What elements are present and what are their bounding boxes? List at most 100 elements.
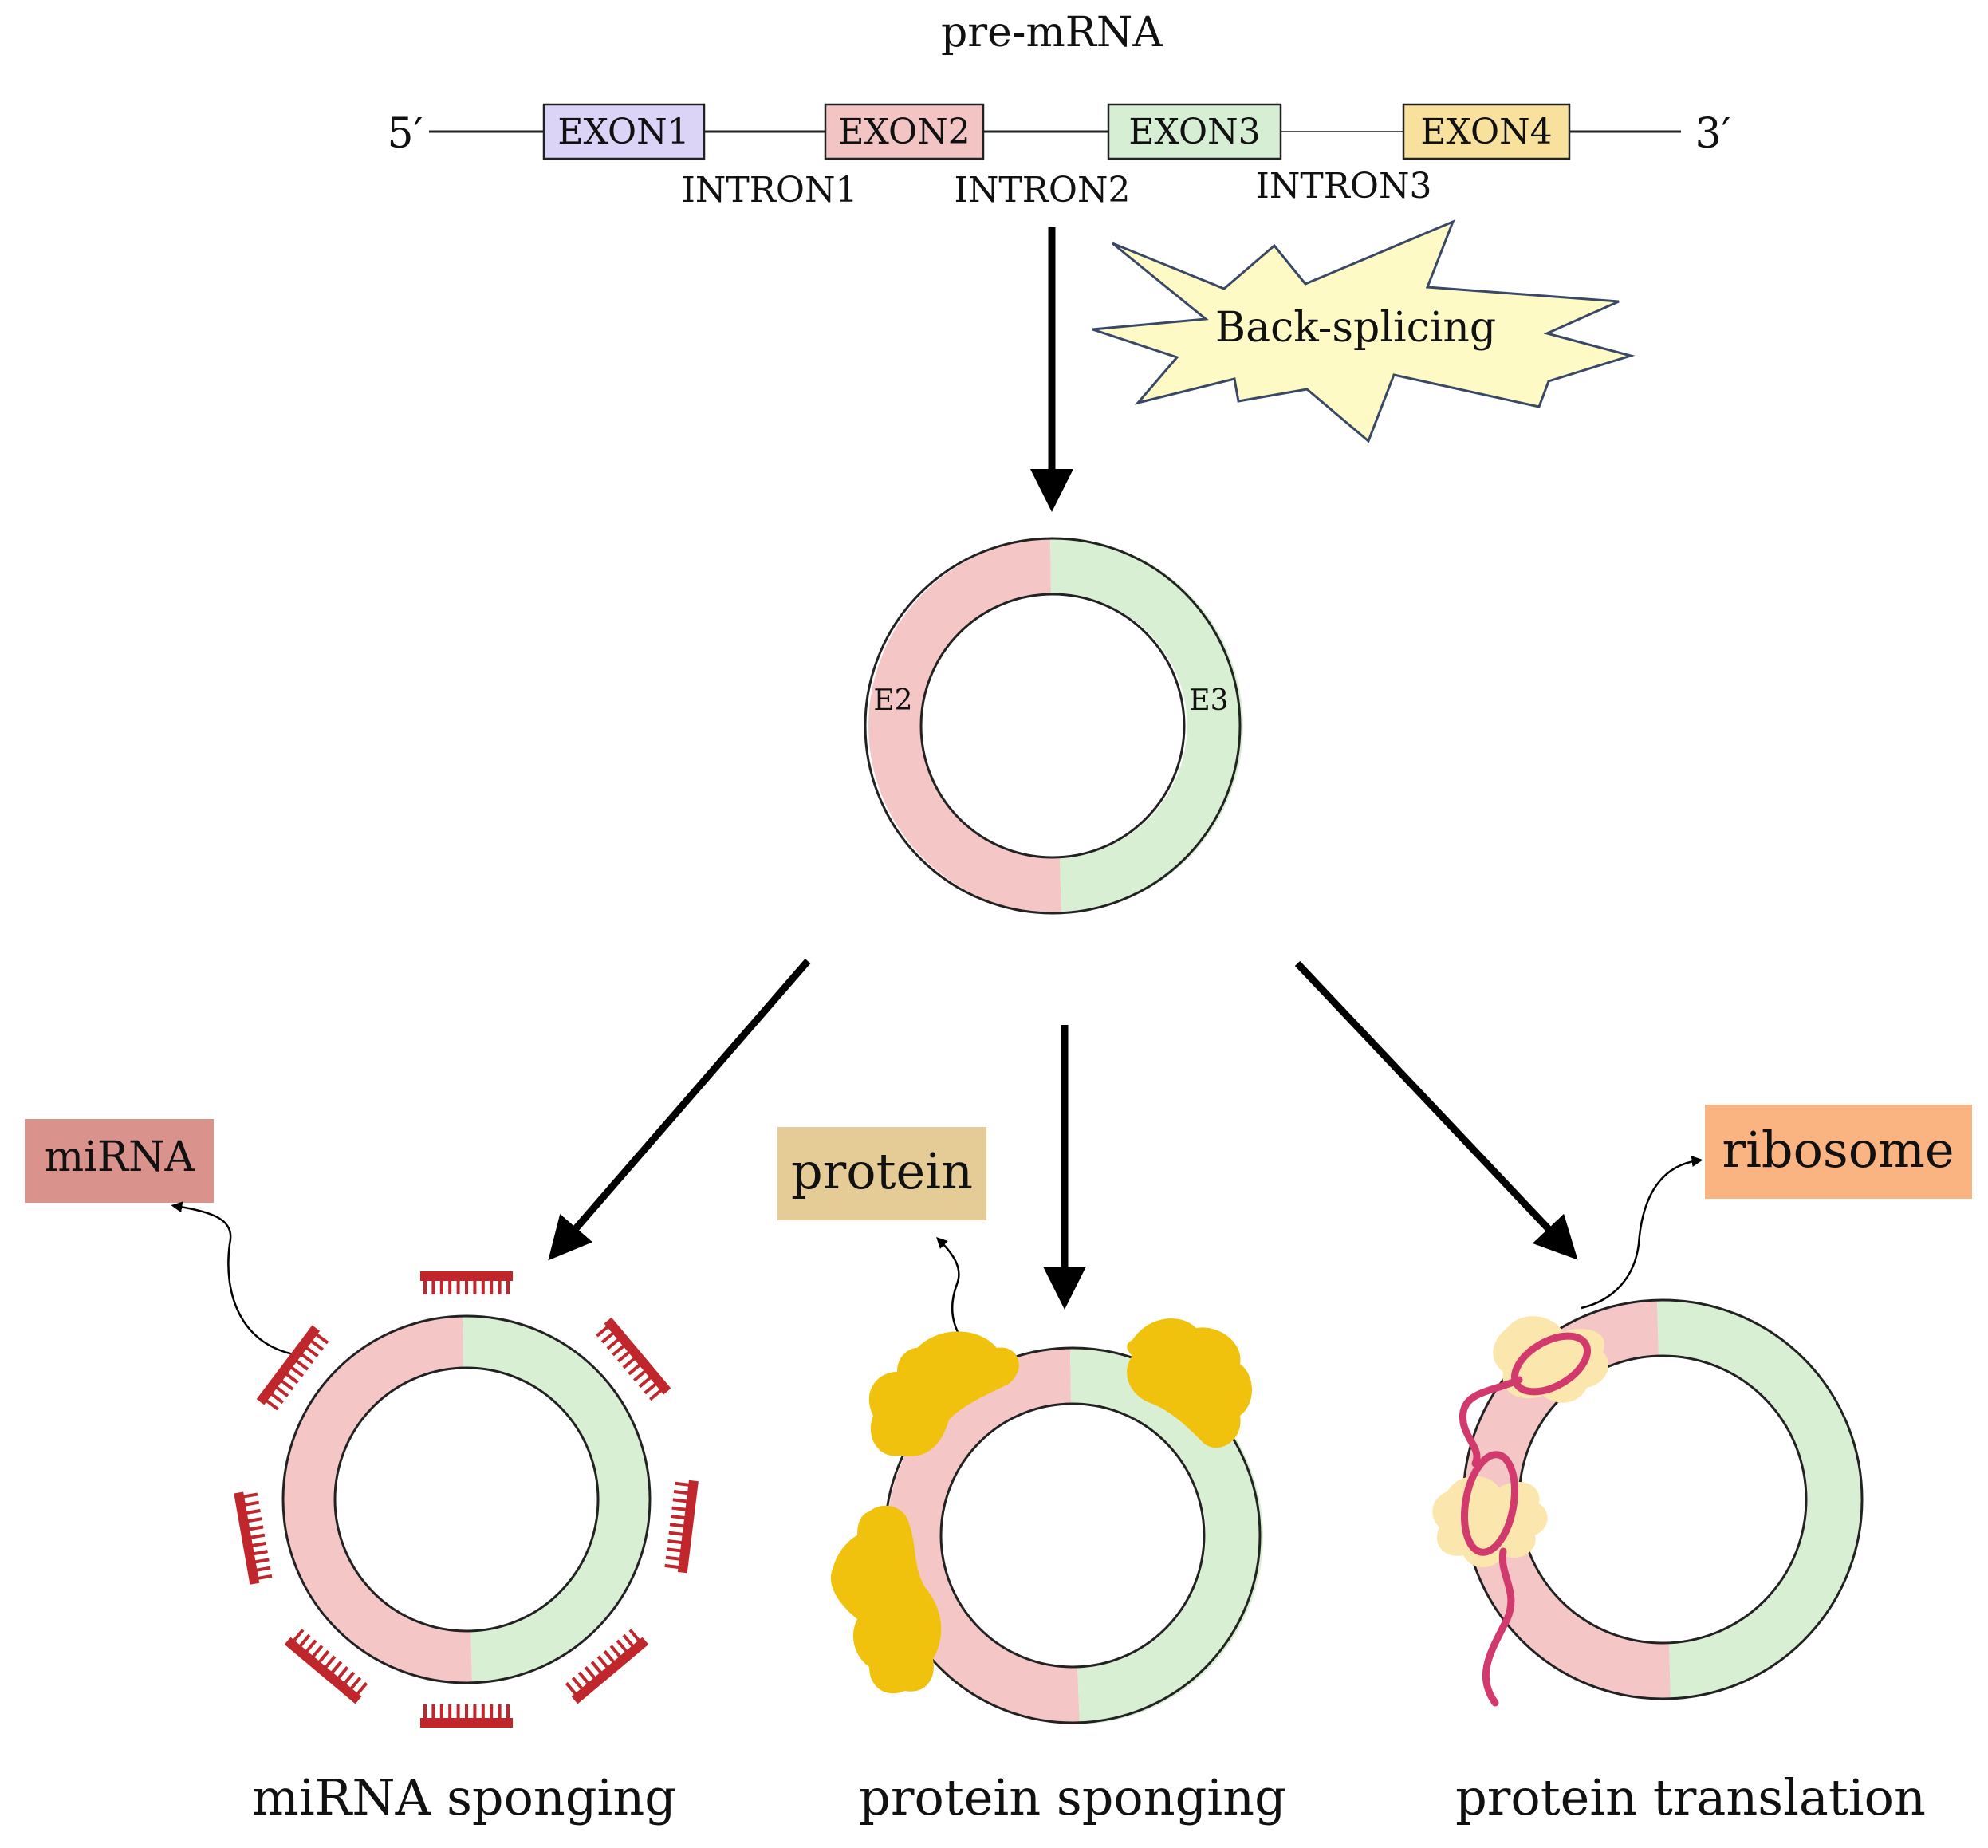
- mirna-comb-tooth: [465, 1280, 468, 1294]
- mirna-comb-tooth: [250, 1533, 266, 1539]
- mirna-comb-tooth: [311, 1645, 324, 1658]
- mirna-comb-tooth: [473, 1704, 477, 1719]
- mirna-comb-tooth: [672, 1498, 687, 1503]
- mirna-comb-tooth: [265, 1399, 279, 1411]
- mirna-comb-tooth: [448, 1704, 452, 1719]
- mirna-comb: [284, 1629, 368, 1704]
- mirna-comb-tooth: [349, 1677, 362, 1690]
- protein-blob-shape: [1127, 1318, 1252, 1448]
- mirna-comb-tooth: [295, 1359, 309, 1371]
- mirna-comb-tooth: [246, 1508, 261, 1515]
- mirna-comb-tooth: [465, 1704, 468, 1719]
- mirna-comb-tooth: [456, 1280, 460, 1294]
- mirna-comb-tooth: [270, 1393, 284, 1405]
- mirna-comb-tooth: [596, 1655, 609, 1669]
- mirna-comb-backbone: [420, 1718, 513, 1728]
- protein-blob-shape: [830, 1505, 942, 1694]
- peptide-chain: [1459, 1332, 1592, 1707]
- mirna-comb-tooth: [315, 1333, 329, 1345]
- mirna-comb-tooth: [590, 1661, 603, 1674]
- e2-label: E2: [873, 684, 912, 717]
- mirna-comb-tooth: [577, 1671, 590, 1684]
- mirna-circ-left-half: [284, 1316, 472, 1684]
- ribosome-tag: ribosome: [1705, 1105, 1972, 1199]
- mirna-comb-tooth: [664, 1563, 679, 1570]
- mirna-comb-tooth: [584, 1665, 596, 1680]
- circrna-inner-outline: [919, 593, 1186, 859]
- mirna-comb: [420, 1704, 513, 1728]
- mirna-comb-tooth: [609, 1645, 622, 1658]
- mirna-comb-tooth: [337, 1665, 349, 1680]
- mirna-comb-tooth: [628, 1629, 641, 1642]
- mirna-comb-tooth: [667, 1539, 683, 1545]
- mirna-tag-box: [25, 1119, 214, 1203]
- mirna-comb-tooth: [343, 1671, 356, 1684]
- protein-tag-label: protein: [791, 1142, 973, 1200]
- exon1-label: EXON1: [557, 112, 689, 152]
- mirna-sponging-panel: miRNA miRNA sponging: [25, 1119, 699, 1826]
- mirna-comb-backbone: [256, 1325, 321, 1405]
- exon3-label: EXON3: [1128, 112, 1260, 152]
- mirna-comb-tooth: [439, 1704, 443, 1719]
- peptide-strand: [1459, 1376, 1523, 1707]
- pre-mrna-title: pre-mRNA: [941, 9, 1163, 57]
- mirna-comb-tooth: [632, 1369, 647, 1382]
- mirna-comb-backbone: [677, 1480, 699, 1574]
- exon4-label: EXON4: [1420, 112, 1552, 152]
- circrna-outer-outline: [864, 537, 1242, 915]
- protein-sponging-caption: protein sponging: [859, 1768, 1286, 1826]
- mirna-comb-tooth: [317, 1649, 330, 1664]
- mirna-comb-tooth: [249, 1525, 264, 1531]
- back-splicing-label: Back-splicing: [1215, 304, 1496, 352]
- exon2-rect: [824, 103, 985, 160]
- exon3-rect: [1107, 103, 1282, 160]
- mirna-comb-tooth: [254, 1558, 270, 1564]
- mirna-comb-tooth: [673, 1490, 689, 1495]
- mirna-comb-tooth: [290, 1365, 304, 1377]
- mirna-comb-tooth: [456, 1704, 460, 1719]
- mirna-comb-tooth: [603, 1649, 616, 1664]
- mirna-comb-tooth: [638, 1376, 652, 1389]
- exon3-box: EXON3: [1107, 103, 1282, 160]
- mirna-comb-tooth: [305, 1639, 317, 1653]
- mirna-circ-inner: [333, 1366, 600, 1633]
- mirna-comb-tooth: [596, 1325, 609, 1338]
- mirna-comb-tooth: [628, 1363, 641, 1376]
- mirna-comb-tooth: [600, 1331, 615, 1344]
- mirna-comb-tooth: [498, 1280, 502, 1294]
- mirna-comb-tooth: [665, 1555, 681, 1561]
- mirna-comb-tooth: [669, 1523, 685, 1528]
- mirna-comb-tooth: [671, 1506, 687, 1511]
- e3-label: E3: [1189, 684, 1228, 717]
- protein-blob: [830, 1505, 942, 1694]
- mirna-comb-tooth: [675, 1481, 690, 1487]
- mirna-comb-tooth: [423, 1704, 427, 1719]
- intron3-label: INTRON3: [1256, 166, 1432, 207]
- mirna-comb-tooth: [666, 1547, 682, 1553]
- ribosome-tag-box: [1705, 1105, 1972, 1199]
- mirna-comb-tooth: [324, 1655, 337, 1669]
- mirna-comb-tooth: [644, 1382, 657, 1395]
- protein-translation-caption: protein translation: [1455, 1768, 1926, 1826]
- mirna-comb-tooth: [473, 1280, 477, 1294]
- central-circrna: E2 E3: [864, 537, 1243, 915]
- mirna-comb-tooth: [280, 1379, 294, 1391]
- pre-mrna-section: pre-mRNA 5′ 3′ EXON1 EXON2 EXON3 EXON4 I…: [388, 9, 1731, 211]
- mirna-comb-backbone: [604, 1317, 671, 1395]
- protein-sponging-panel: protein protein sponging: [777, 1127, 1286, 1826]
- mirna-comb-tooth: [616, 1350, 631, 1363]
- mirna-circ-outer: [281, 1314, 652, 1684]
- mirna-comb-tooth: [275, 1385, 289, 1397]
- exon4-box: EXON4: [1402, 103, 1571, 160]
- translation-circ-left-half: [1464, 1300, 1671, 1700]
- mirna-comb: [664, 1480, 699, 1574]
- mirna-comb-tooth: [448, 1280, 452, 1294]
- arrow-to-protein-translation: [1294, 960, 1578, 1260]
- mirna-comb-tooth: [310, 1339, 325, 1351]
- mirna-comb-tooth: [649, 1389, 663, 1401]
- intron1-label: INTRON1: [682, 170, 858, 211]
- mirna-comb-tooth: [285, 1373, 299, 1385]
- mirna-tag-label: miRNA: [45, 1133, 196, 1181]
- circrna-e2-half: [868, 538, 1061, 914]
- ribosome-shape: [1432, 1476, 1548, 1567]
